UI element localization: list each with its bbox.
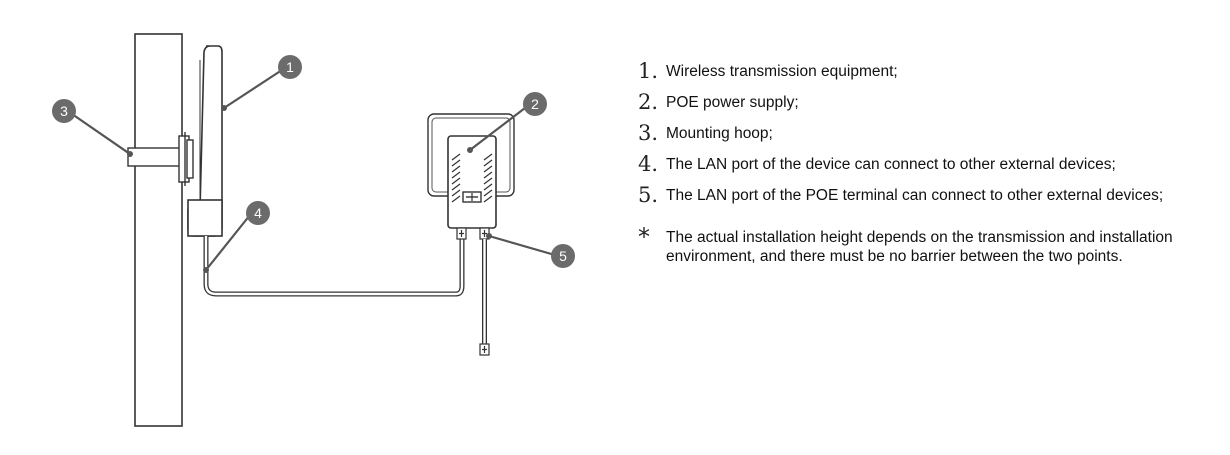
legend: 1. Wireless transmission equipment; 2. P… <box>638 60 1208 275</box>
note-text: The actual installation height depends o… <box>666 229 1173 265</box>
legend-number: 5. <box>638 183 659 207</box>
leader-line-3 <box>71 113 131 155</box>
callout-badge-2-label: 2 <box>531 96 539 112</box>
note-asterisk: * <box>638 223 650 251</box>
legend-text: The LAN port of the device can connect t… <box>666 156 1116 173</box>
legend-item-4: 4. The LAN port of the device can connec… <box>638 153 1208 175</box>
leader-line-5 <box>488 234 556 257</box>
installation-diagram: 1 2 3 4 5 <box>52 33 575 427</box>
legend-item-5: 5. The LAN port of the POE terminal can … <box>638 184 1208 206</box>
callout-badge-4-label: 4 <box>254 205 262 221</box>
legend-text: The LAN port of the POE terminal can con… <box>666 187 1164 204</box>
callout-badge-5: 5 <box>551 244 575 268</box>
installation-note: * The actual installation height depends… <box>638 223 1208 266</box>
legend-text: Mounting hoop; <box>666 125 773 142</box>
callout-badge-2: 2 <box>523 92 547 116</box>
legend-number: 2. <box>638 90 659 114</box>
legend-text: Wireless transmission equipment; <box>666 63 898 80</box>
leader-line-1 <box>223 69 283 109</box>
callout-badge-5-label: 5 <box>559 248 567 264</box>
legend-item-2: 2. POE power supply; <box>638 91 1208 113</box>
poe-lan-ports <box>456 227 490 240</box>
legend-item-3: 3. Mounting hoop; <box>638 122 1208 144</box>
leader-line-4 <box>205 214 251 271</box>
legend-number: 1. <box>638 59 659 83</box>
legend-number: 4. <box>638 152 659 176</box>
lan-plug <box>479 343 490 356</box>
mounting-pole <box>134 33 183 427</box>
callout-badge-4: 4 <box>246 201 270 225</box>
callout-badge-1: 1 <box>278 55 302 79</box>
legend-number: 3. <box>638 121 659 145</box>
device-cable <box>203 236 465 297</box>
legend-text: POE power supply; <box>666 94 799 111</box>
legend-item-1: 1. Wireless transmission equipment; <box>638 60 1208 82</box>
callout-badge-3: 3 <box>52 99 76 123</box>
leader-line-2 <box>469 107 526 151</box>
callout-badge-3-label: 3 <box>60 103 68 119</box>
poe-power-supply <box>427 113 515 229</box>
mounting-hoop <box>127 132 194 186</box>
callout-badge-1-label: 1 <box>286 59 294 75</box>
